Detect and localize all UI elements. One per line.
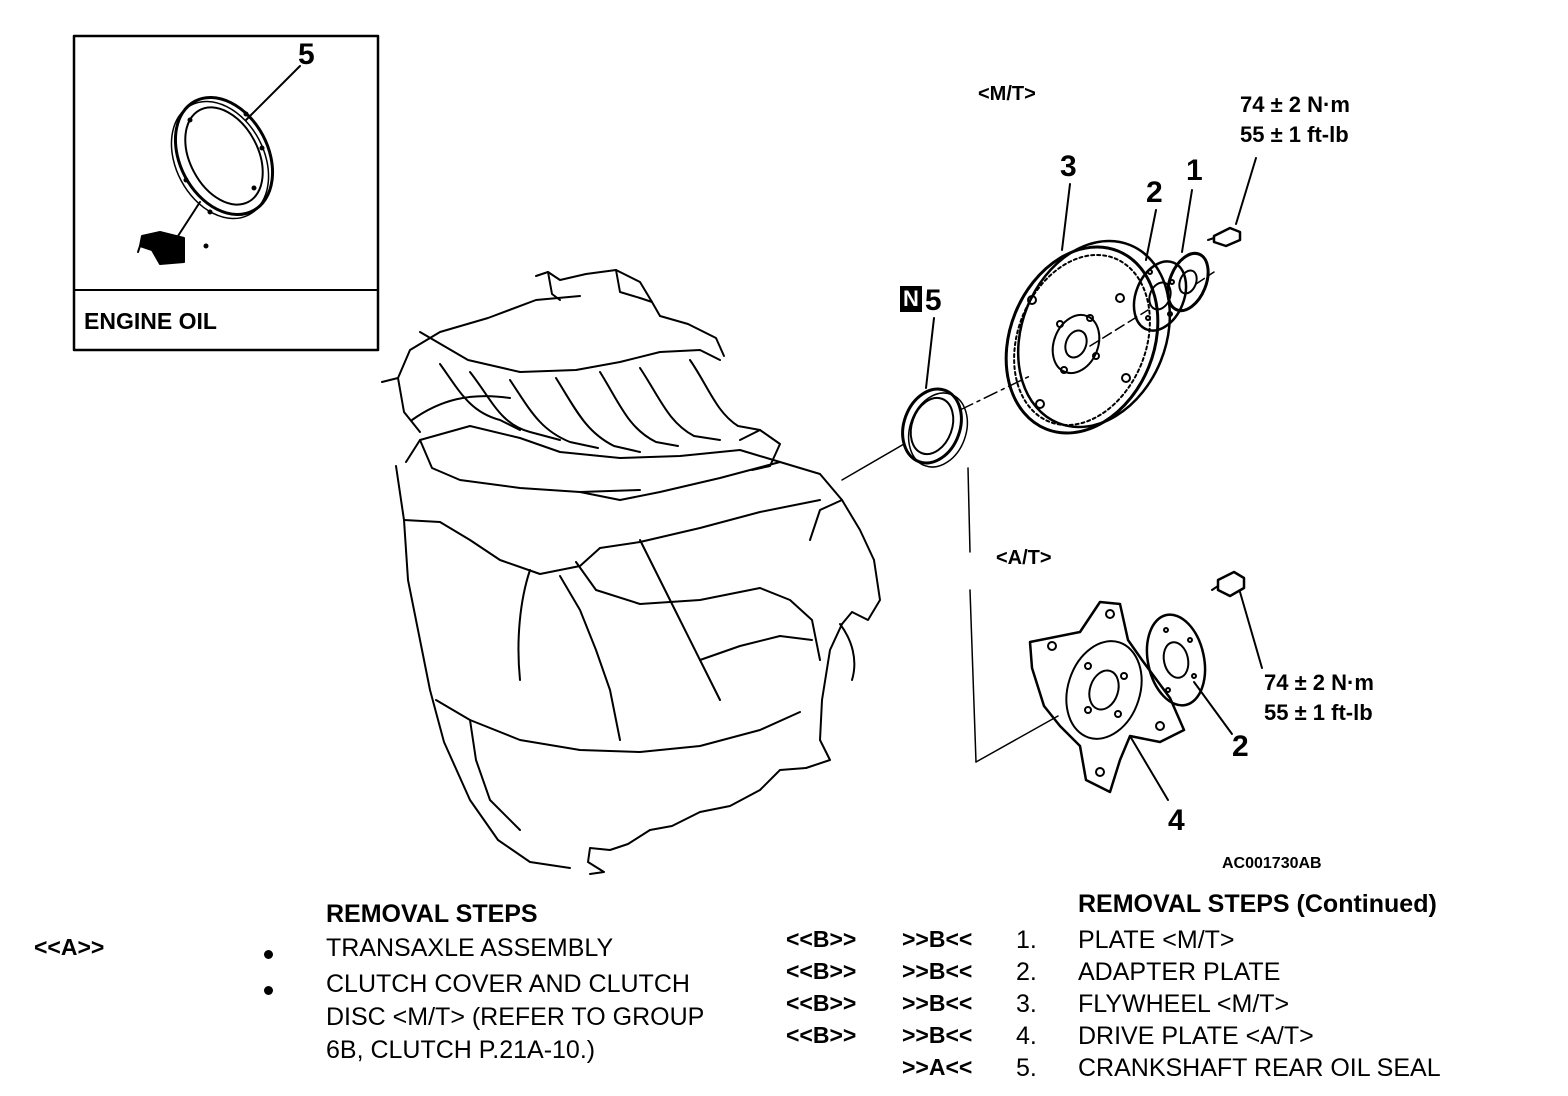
figure-code: AC001730AB — [1222, 855, 1322, 872]
new-part-badge: N — [900, 286, 922, 312]
torque-spec-mt-imperial: 55 ± 1 ft-lb — [1240, 122, 1349, 147]
flywheel-illustration — [1004, 183, 1172, 435]
removal-steps-continued-header: REMOVAL STEPS (Continued) — [1078, 890, 1437, 918]
bullet-icon — [264, 986, 273, 995]
row-4-text: DRIVE PLATE <A/T> — [1078, 1022, 1314, 1050]
inset-engine-oil-label: ENGINE OIL — [84, 308, 217, 334]
inset-oil-seal-illustration — [137, 65, 301, 265]
removal-step-clutch-line-3: 6B, CLUTCH P.21A-10.) — [326, 1036, 596, 1064]
row-1-removal-ref: <<B>> — [786, 926, 857, 952]
row-2-number: 2. — [1016, 958, 1037, 986]
row-5-text: CRANKSHAFT REAR OIL SEAL — [1078, 1054, 1441, 1082]
torque-spec-at-imperial: 55 ± 1 ft-lb — [1264, 700, 1373, 725]
torque-spec-at-metric: 74 ± 2 N·m — [1264, 670, 1374, 695]
seal-callout-number: 5 — [924, 284, 942, 317]
torque-spec-mt-metric: 74 ± 2 N·m — [1240, 92, 1350, 117]
adapter-plate-at-callout-2: 2 — [1232, 730, 1249, 763]
plate-mt-callout-1: 1 — [1186, 154, 1203, 187]
row-2-removal-ref: <<B>> — [786, 958, 857, 984]
bullet-icon — [264, 950, 273, 959]
removal-steps-header: REMOVAL STEPS — [326, 900, 538, 928]
row-4-install-ref: >>B<< — [902, 1022, 973, 1048]
engine-block-illustration — [381, 269, 881, 875]
adapter-plate-at-illustration — [1145, 613, 1233, 735]
crankshaft-rear-oil-seal-illustration — [901, 317, 969, 468]
row-3-text: FLYWHEEL <M/T> — [1078, 990, 1290, 1018]
removal-step-clutch-line-1: CLUTCH COVER AND CLUTCH — [326, 970, 690, 998]
inset-callout-5: 5 — [298, 38, 315, 71]
removal-step-clutch: CLUTCH COVER AND CLUTCH DISC <M/T> (REFE… — [326, 968, 704, 1067]
variant-at-label: <A/T> — [996, 547, 1052, 569]
removal-step-transaxle: TRANSAXLE ASSEMBLY — [326, 934, 614, 962]
service-ref-a: <<A>> — [34, 934, 105, 960]
bolt-at-illustration — [1211, 570, 1263, 669]
plate-mt-illustration — [1166, 189, 1210, 313]
row-5-install-ref: >>A<< — [902, 1054, 973, 1080]
row-4-number: 4. — [1016, 1022, 1037, 1050]
row-1-number: 1. — [1016, 926, 1037, 954]
inset-frame — [72, 34, 380, 352]
removal-step-clutch-line-2: DISC <M/T> (REFER TO GROUP — [326, 1003, 705, 1031]
torque-spec-mt: 74 ± 2 N·m 55 ± 1 ft-lb — [1240, 90, 1350, 150]
row-3-install-ref: >>B<< — [902, 990, 973, 1016]
row-1-text: PLATE <M/T> — [1078, 926, 1235, 954]
row-1-install-ref: >>B<< — [902, 926, 973, 952]
variant-mt-label: <M/T> — [978, 83, 1036, 105]
row-4-removal-ref: <<B>> — [786, 1022, 857, 1048]
drive-plate-illustration — [1028, 600, 1186, 801]
row-3-removal-ref: <<B>> — [786, 990, 857, 1016]
row-2-text: ADAPTER PLATE — [1078, 958, 1281, 986]
row-3-number: 3. — [1016, 990, 1037, 1018]
torque-spec-at: 74 ± 2 N·m 55 ± 1 ft-lb — [1264, 668, 1374, 728]
assembly-center-lines — [841, 271, 1215, 763]
row-5-number: 5. — [1016, 1054, 1037, 1082]
row-2-install-ref: >>B<< — [902, 958, 973, 984]
flywheel-callout-3: 3 — [1060, 150, 1077, 183]
drive-plate-callout-4: 4 — [1168, 804, 1185, 837]
bolt-mt-illustration — [1207, 157, 1257, 248]
adapter-plate-mt-callout-2: 2 — [1146, 176, 1163, 209]
